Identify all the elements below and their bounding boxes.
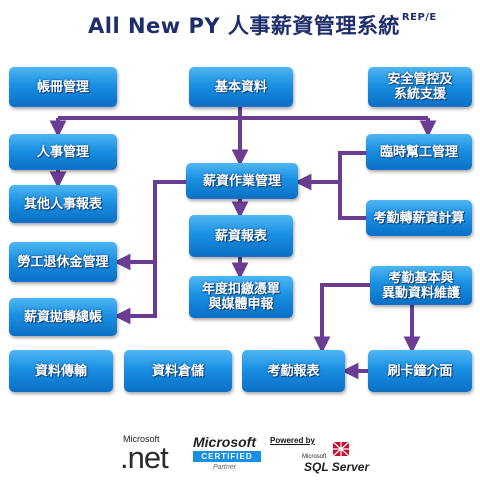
partner-logos: Microsoft .net Microsoft CERTIFIED Partn… [0, 430, 480, 480]
dotnet-logo: .net [120, 440, 169, 475]
node-hr-management: 人事管理 [9, 134, 117, 170]
connector-payroll-to-journal [113, 262, 157, 325]
node-data-transfer: 資料傳輸 [9, 350, 113, 392]
node-attendance-basic-maintenance: 考勤基本與 異動資料維護 [370, 266, 472, 305]
certified-partner-logo-microsoft: Microsoft [193, 434, 256, 450]
sql-server-logo-microsoft: Microsoft [302, 454, 327, 460]
node-basic-data: 基本資料 [189, 67, 293, 107]
node-labor-pension-management: 勞工退休金管理 [9, 242, 117, 282]
node-security-support: 安全管控及 系統支援 [368, 67, 472, 107]
certified-partner-logo-partner: Partner [213, 464, 236, 471]
title-main: All New PY 人事薪資管理系統 [88, 14, 400, 38]
connector-payroll-to-pension [113, 180, 186, 271]
node-card-reader-interface: 刷卡鐘介面 [368, 350, 472, 392]
connector-temp-to-payroll [294, 151, 366, 191]
sql-server-logo: SQL Server [304, 460, 370, 474]
node-annual-withholding-media: 年度扣繳憑單 與媒體申報 [189, 276, 293, 318]
connector-maint-to-attreports [313, 283, 370, 354]
node-attendance-to-payroll: 考勤轉薪資計算 [366, 200, 472, 236]
node-payroll-operations: 薪資作業管理 [186, 163, 298, 199]
certified-partner-logo-bar: CERTIFIED [193, 451, 261, 462]
powered-by-label: Powered by [270, 436, 315, 445]
title-suffix: REP/E [401, 12, 437, 23]
node-data-warehouse: 資料倉儲 [124, 350, 232, 392]
connector-attcalc-to-payroll [338, 182, 366, 220]
node-payroll-journal: 薪資拋轉總帳 [9, 298, 117, 336]
node-ledger-management: 帳冊管理 [9, 67, 117, 107]
node-temp-worker-management: 臨時幫工管理 [366, 134, 472, 170]
node-other-hr-reports: 其他人事報表 [9, 185, 117, 223]
node-attendance-reports: 考勤報表 [242, 350, 345, 392]
dotnet-logo-microsoft-text: Microsoft [123, 434, 160, 444]
sql-server-logo-icon [332, 441, 350, 457]
node-payroll-reports: 薪資報表 [189, 215, 293, 257]
